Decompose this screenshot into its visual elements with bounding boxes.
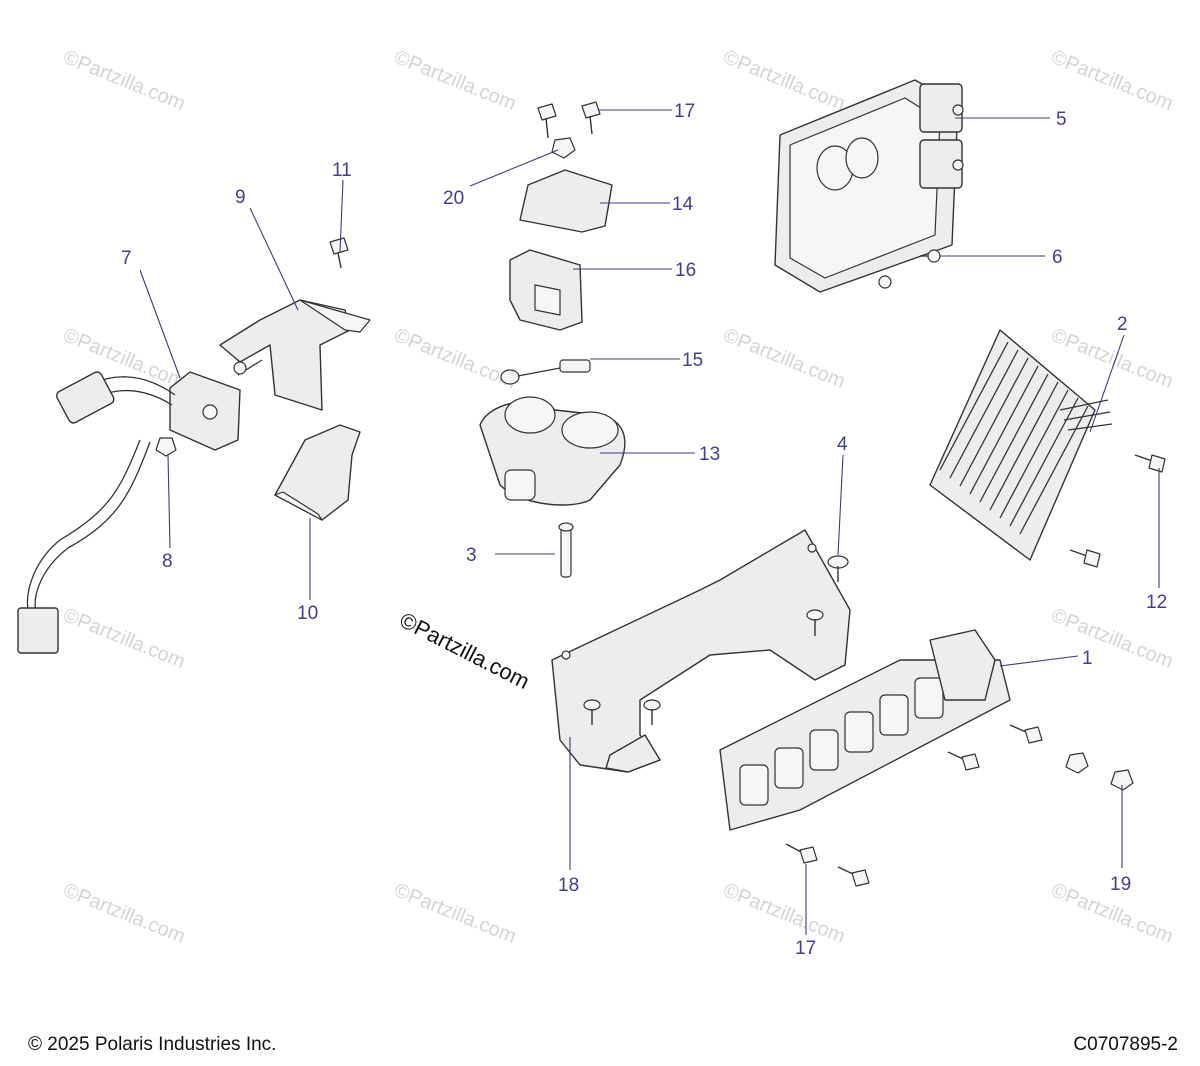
ecu-screw[interactable] [878, 249, 941, 289]
callout-3: 3 [466, 545, 477, 566]
callout-14: 14 [672, 194, 694, 215]
callout-13: 13 [699, 444, 720, 465]
watermark: ©Partzilla.com [1048, 46, 1176, 115]
watermark: ©Partzilla.com [60, 46, 188, 115]
top-bolt[interactable] [537, 101, 601, 139]
callout-12: 12 [1146, 592, 1167, 613]
lower-bracket[interactable] [274, 424, 361, 521]
mounting-plate[interactable] [551, 529, 851, 773]
watermark: ©Partzilla.com [720, 324, 848, 393]
callout-2: 2 [1117, 314, 1128, 335]
watermark: ©Partzilla.com [60, 879, 188, 948]
top-nut[interactable] [551, 137, 576, 159]
watermark: ©Partzilla.com [391, 46, 519, 115]
relay-nut[interactable] [155, 437, 177, 457]
callout-8: 8 [162, 551, 173, 572]
callout-18: 18 [558, 875, 579, 896]
ignition-coil[interactable] [479, 396, 626, 506]
copyright-text: © 2025 Polaris Industries Inc. [28, 1034, 277, 1055]
callout-5: 5 [1056, 109, 1067, 130]
watermark: ©Partzilla.com [60, 604, 188, 673]
bracket-bolt[interactable] [329, 237, 349, 269]
callout-19: 19 [1110, 874, 1131, 895]
box-bolt[interactable] [785, 724, 1043, 887]
callout-20: 20 [443, 188, 464, 209]
watermark: ©Partzilla.com [1048, 324, 1176, 393]
callout-16: 16 [675, 260, 696, 281]
watermark: ©Partzilla.com [391, 324, 519, 393]
regulator-bolt[interactable] [1069, 454, 1166, 568]
callout-4: 4 [837, 434, 848, 455]
relay-bracket[interactable] [219, 299, 371, 411]
callout-1: 1 [1082, 648, 1093, 669]
callout-7: 7 [121, 248, 132, 269]
watermark: ©Partzilla.com [720, 879, 848, 948]
watermark: ©Partzilla.com [391, 879, 519, 948]
callout-17-top: 17 [674, 101, 695, 122]
diagram-code: C0707895-2 [1073, 1034, 1178, 1055]
coil-bracket[interactable] [509, 249, 583, 331]
plate-screw[interactable] [827, 555, 849, 582]
fuse-relay-box[interactable] [719, 629, 1011, 831]
callout-15: 15 [682, 350, 703, 371]
callout-6: 6 [1052, 247, 1063, 268]
callouts: 1 2 3 4 5 6 7 8 9 10 11 12 13 14 15 16 1… [121, 101, 1167, 959]
callout-10: 10 [297, 603, 318, 624]
center-watermark: ©Partzilla.com [396, 607, 534, 694]
ecu-module[interactable] [774, 79, 964, 293]
ground-wire[interactable] [500, 359, 591, 385]
relay-harness[interactable] [17, 370, 241, 654]
leader-lines [139, 109, 1160, 935]
callout-17-bottom: 17 [795, 938, 816, 959]
coil-cover-plate[interactable] [519, 169, 613, 233]
box-nut[interactable] [1065, 752, 1134, 791]
watermark: ©Partzilla.com [1048, 604, 1176, 673]
voltage-regulator[interactable] [929, 329, 1113, 561]
callout-11: 11 [332, 160, 352, 181]
watermark: ©Partzilla.com [720, 46, 848, 115]
coil-bolt[interactable] [558, 522, 574, 578]
callout-9: 9 [235, 187, 246, 208]
